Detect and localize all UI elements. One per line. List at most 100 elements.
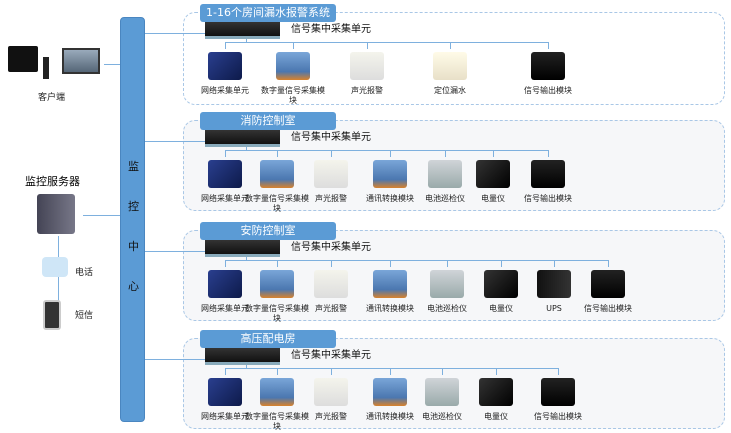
collector-unit-icon: [205, 240, 280, 257]
device-connector: [390, 368, 391, 375]
device-label: 信号输出模块: [524, 194, 572, 203]
device-connector: [277, 260, 278, 267]
digital-module-icon: [260, 160, 294, 188]
device-connector: [331, 150, 332, 157]
monitoring-center-bar: 监 控 中 心: [120, 17, 145, 422]
device-item: 电量仪: [461, 378, 531, 422]
device-bus: [225, 150, 548, 151]
device-item: 信号输出模块: [573, 270, 643, 314]
device-connector: [493, 150, 494, 157]
device-connector: [293, 42, 294, 49]
device-connector: [501, 260, 502, 267]
device-connector: [447, 260, 448, 267]
device-connector: [225, 368, 226, 375]
device-item: 信号输出模块: [513, 160, 583, 204]
power-meter-icon: [484, 270, 518, 298]
section-title: 1-16个房间漏水报警系统: [200, 4, 336, 22]
bus-drop: [246, 365, 247, 369]
power-meter-icon: [476, 160, 510, 188]
battery-monitor-icon: [428, 160, 462, 188]
section-title: 高压配电房: [200, 330, 336, 348]
section-connector: [145, 359, 205, 360]
server-label: 监控服务器: [25, 175, 80, 188]
digital-module-icon: [373, 378, 407, 406]
server-icon: [37, 194, 75, 234]
device-connector: [390, 260, 391, 267]
device-item: 声光报警: [332, 52, 402, 96]
device-label: 电量仪: [489, 304, 513, 313]
center-label-1: 监: [128, 160, 139, 173]
device-label: UPS: [546, 304, 562, 313]
device-label: 数字量信号采集模块: [245, 412, 309, 431]
device-item: 电池巡检仪: [412, 270, 482, 314]
device-label: 通讯转换模块: [366, 412, 414, 421]
device-label: 信号输出模块: [524, 86, 572, 95]
device-label: 网络采集单元: [201, 412, 249, 421]
device-bus: [225, 368, 558, 369]
alarm-icon: [314, 160, 348, 188]
device-label: 数字量信号采集模块: [245, 304, 309, 323]
collector-unit-label: 信号集中采集单元: [291, 132, 371, 143]
device-label: 数字量信号采集模块: [245, 194, 309, 213]
device-label: 声光报警: [351, 86, 383, 95]
battery-monitor-icon: [430, 270, 464, 298]
device-connector: [608, 260, 609, 267]
digital-module-icon: [373, 160, 407, 188]
device-label: 数字量信号采集模块: [261, 86, 325, 105]
device-label: 信号输出模块: [534, 412, 582, 421]
ups-icon: [537, 270, 571, 298]
device-connector: [450, 42, 451, 49]
section-connector: [145, 251, 205, 252]
device-label: 网络采集单元: [201, 86, 249, 95]
device-connector: [442, 368, 443, 375]
collector-unit-icon: [205, 22, 280, 39]
device-connector: [331, 368, 332, 375]
server-connector: [83, 215, 120, 216]
device-connector: [225, 150, 226, 157]
device-label: 电池巡检仪: [427, 304, 467, 313]
alarm-icon: [314, 378, 348, 406]
section-title: 消防控制室: [200, 112, 336, 130]
collector-unit-icon: [205, 348, 280, 365]
device-label: 电量仪: [484, 412, 508, 421]
power-meter-icon: [479, 378, 513, 406]
network-unit-icon: [208, 160, 242, 188]
center-label-4: 心: [128, 280, 139, 293]
device-connector: [558, 368, 559, 375]
device-label: 声光报警: [315, 304, 347, 313]
center-label-3: 中: [128, 240, 139, 253]
digital-module-icon: [373, 270, 407, 298]
section-title: 安防控制室: [200, 222, 336, 240]
device-label: 电量仪: [481, 194, 505, 203]
device-item: 电量仪: [466, 270, 536, 314]
sms-phone-icon: [43, 300, 61, 330]
digital-module-icon: [260, 378, 294, 406]
device-item: 定位漏水: [415, 52, 485, 96]
device-connector: [390, 150, 391, 157]
output-module-icon: [531, 52, 565, 80]
device-connector: [548, 42, 549, 49]
digital-module-icon: [260, 270, 294, 298]
section-connector: [145, 33, 205, 34]
device-item: UPS: [519, 270, 589, 314]
device-item: 通讯转换模块: [355, 160, 425, 204]
device-connector: [496, 368, 497, 375]
device-item: 数字量信号采集模块: [242, 270, 312, 324]
device-label: 网络采集单元: [201, 304, 249, 313]
device-item: 通讯转换模块: [355, 378, 425, 422]
device-bus: [225, 260, 608, 261]
desktop-tower-icon: [43, 57, 49, 79]
collector-unit-label: 信号集中采集单元: [291, 24, 371, 35]
alarm-icon: [350, 52, 384, 80]
device-item: 通讯转换模块: [355, 270, 425, 314]
device-label: 电池巡检仪: [422, 412, 462, 421]
network-unit-icon: [208, 270, 242, 298]
device-item: 信号输出模块: [523, 378, 593, 422]
sms-label: 短信: [75, 311, 94, 321]
device-item: 网络采集单元: [190, 270, 260, 314]
center-label-2: 控: [128, 200, 139, 213]
network-unit-icon: [208, 378, 242, 406]
bus-drop: [246, 257, 247, 261]
device-connector: [367, 42, 368, 49]
phone-icon: [42, 257, 68, 277]
